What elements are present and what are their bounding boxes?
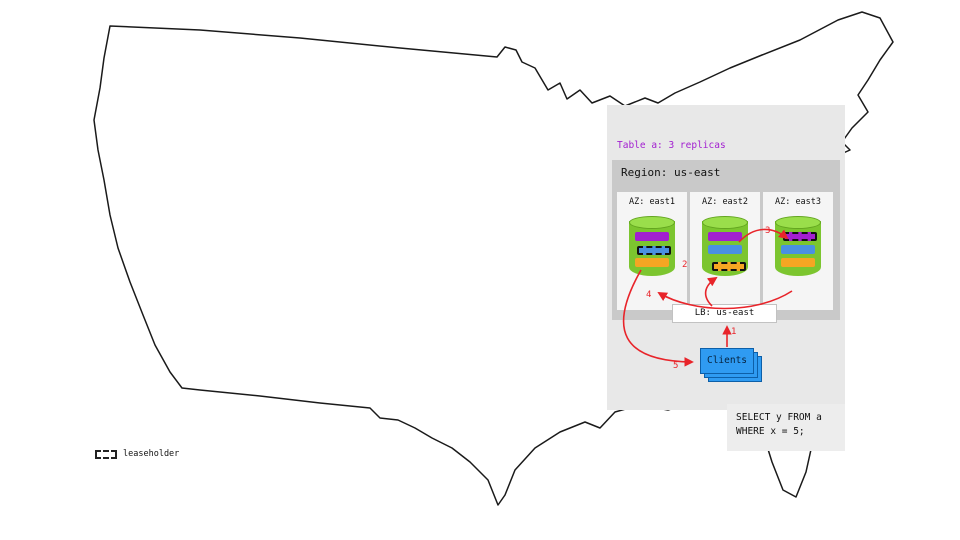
sql-query-box: SELECT y FROM a WHERE x = 5;	[727, 404, 845, 451]
replica-index-a	[781, 245, 815, 254]
replica-index-a-leaseholder	[637, 246, 671, 255]
az-label-east3: AZ: east3	[774, 197, 822, 207]
replica-table-b	[635, 258, 669, 267]
region-title: Region: us-east	[621, 166, 721, 179]
leaseholder-swatch-icon	[95, 449, 117, 459]
sql-line-2: WHERE x = 5;	[736, 426, 805, 437]
az-box-east2: AZ: east2	[690, 192, 760, 310]
replica-table-b-leaseholder	[712, 262, 746, 271]
database-cylinder-east2	[702, 216, 748, 278]
az-label-east2: AZ: east2	[701, 197, 749, 207]
cylinder-top	[775, 216, 821, 229]
replica-table-a	[708, 232, 742, 241]
load-balancer-box: LB: us-east	[672, 304, 777, 323]
cylinder-top	[702, 216, 748, 229]
replica-table-b	[781, 258, 815, 267]
flow-step-2: 2	[682, 260, 688, 270]
database-cylinder-east1	[629, 216, 675, 278]
az-box-east3: AZ: east3	[763, 192, 833, 310]
flow-step-5: 5	[673, 361, 679, 371]
replica-table-a-leaseholder	[783, 232, 817, 241]
database-cylinder-east3	[775, 216, 821, 278]
az-box-east1: AZ: east1	[617, 192, 687, 310]
legend-item-table-a: Table a: 3 replicas	[617, 140, 726, 151]
flow-step-3: 3	[765, 226, 771, 236]
flow-step-1: 1	[731, 327, 737, 337]
clients-card-front: Clients	[700, 348, 754, 374]
replica-index-a	[708, 245, 742, 254]
topology-panel: Table a: 3 replicas Index a: 3 replicas …	[607, 105, 845, 410]
clients-stack: Clients	[700, 348, 762, 382]
cylinder-top	[629, 216, 675, 229]
leaseholder-label: leaseholder	[123, 449, 180, 459]
az-label-east1: AZ: east1	[628, 197, 676, 207]
sql-line-1: SELECT y FROM a	[736, 412, 822, 423]
flow-step-4: 4	[646, 290, 652, 300]
leaseholder-legend: leaseholder	[95, 449, 179, 459]
replica-table-a	[635, 232, 669, 241]
